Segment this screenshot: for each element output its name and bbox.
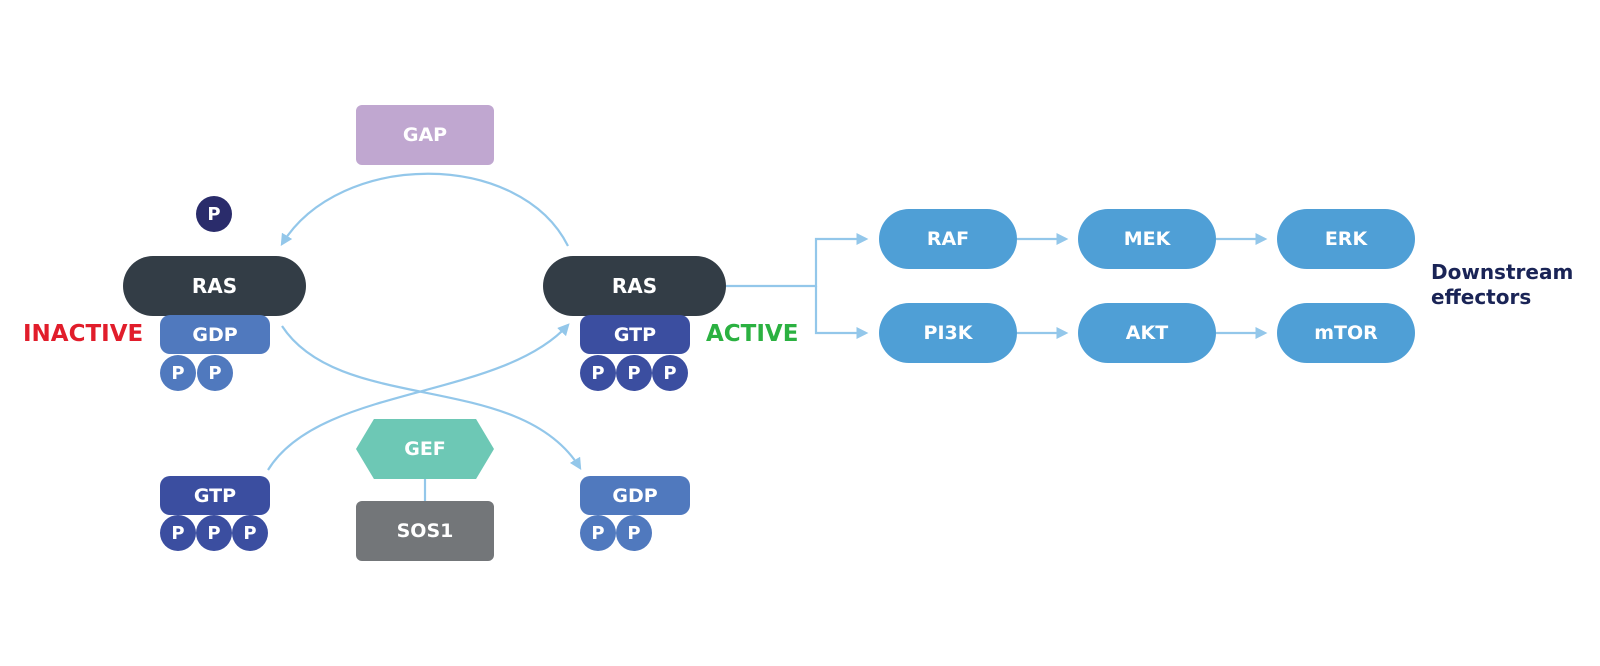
- phosphate: P: [580, 355, 616, 391]
- downstream-label-line1: Downstream: [1431, 260, 1574, 284]
- free-gdp: GDP: [580, 476, 690, 515]
- gap-box: GAP: [356, 105, 494, 165]
- effector-branch-line-lower: [814, 286, 869, 339]
- ras-active: RAS: [543, 256, 726, 316]
- phosphate: P: [197, 355, 233, 391]
- ras-bound-gdp: GDP: [160, 315, 270, 354]
- phosphate: P: [160, 515, 196, 551]
- phosphate: P: [196, 515, 232, 551]
- ras-inactive: RAS: [123, 256, 306, 316]
- effector-raf: RAF: [879, 209, 1017, 269]
- phosphate: P: [616, 515, 652, 551]
- free-gtp: GTP: [160, 476, 270, 515]
- gef-hexagon: GEF: [356, 419, 494, 479]
- ras-bound-gtp: GTP: [580, 315, 690, 354]
- active-label: ACTIVE: [706, 321, 799, 347]
- phosphate: P: [232, 515, 268, 551]
- phosphate: P: [652, 355, 688, 391]
- effector-mtor: mTOR: [1277, 303, 1415, 363]
- effector-erk: ERK: [1277, 209, 1415, 269]
- effector-pi3k: PI3K: [879, 303, 1017, 363]
- effector-akt: AKT: [1078, 303, 1216, 363]
- phosphate: P: [580, 515, 616, 551]
- released-phosphate: P: [196, 196, 232, 232]
- downstream-effectors-label: Downstream effectors: [1431, 260, 1573, 310]
- downstream-label-line2: effectors: [1431, 285, 1532, 309]
- effector-mek: MEK: [1078, 209, 1216, 269]
- phosphate: P: [616, 355, 652, 391]
- gtp-loading-arrow: [267, 323, 570, 471]
- phosphate: P: [160, 355, 196, 391]
- inactive-label: INACTIVE: [23, 321, 144, 347]
- effector-branch-line: [726, 233, 869, 288]
- sos1-box: SOS1: [356, 501, 494, 561]
- gap-hydrolysis-arrow: [280, 172, 569, 247]
- gdp-release-arrow: [281, 325, 582, 471]
